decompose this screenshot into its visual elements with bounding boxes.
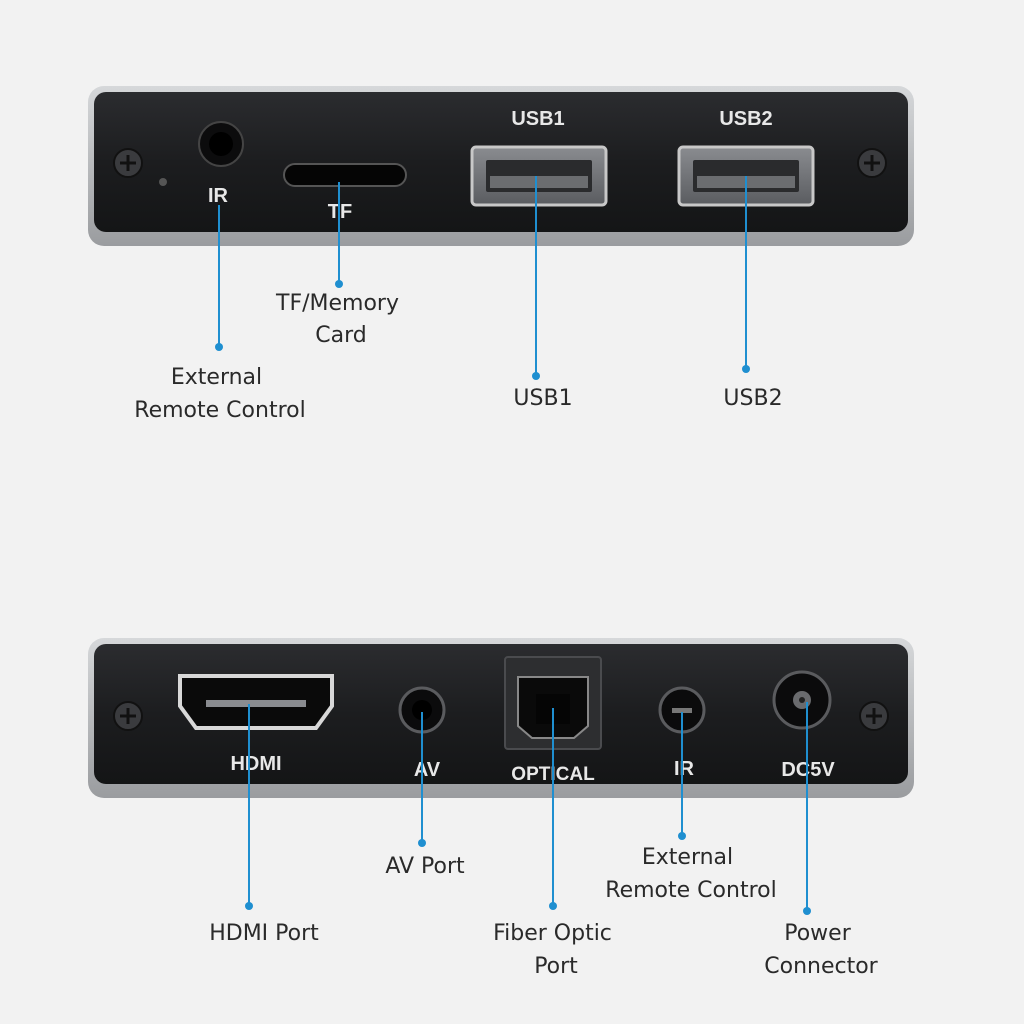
dc-power-jack-icon (772, 670, 832, 730)
usb1-port-icon (470, 145, 608, 207)
back-av-callout: AV Port (385, 854, 465, 879)
back-ir-callout: External Remote Control (605, 845, 776, 903)
back-optical-leader-dot (549, 902, 557, 910)
front-ir-callout: External Remote Control (134, 365, 305, 423)
front-usb2-callout: USB2 (723, 386, 782, 411)
back-screw-left-icon (113, 701, 143, 731)
back-leader-lines (245, 702, 811, 915)
back-dc-label: DC5V (781, 759, 835, 781)
front-ir-callout-line1: External (171, 365, 262, 390)
back-ir-label: IR (674, 758, 695, 780)
optical-port-icon (504, 656, 602, 750)
back-hdmi-label: HDMI (230, 753, 281, 775)
front-usb1-label: USB1 (511, 108, 564, 130)
back-dc-callout: Power Connector (764, 921, 878, 979)
front-ir-receiver-icon (198, 121, 244, 167)
back-av-callout-line1: AV Port (385, 854, 465, 879)
back-hdmi-callout: HDMI Port (209, 921, 319, 946)
front-usb2-callout-line1: USB2 (723, 386, 782, 411)
back-ir-leader-dot (678, 832, 686, 840)
front-usb2-leader-dot (742, 365, 750, 373)
back-av-leader-dot (418, 839, 426, 847)
front-tf-callout: TF/Memory Card (275, 291, 406, 348)
back-ir-callout-line2: Remote Control (605, 878, 776, 903)
front-usb1-callout-line1: USB1 (513, 386, 572, 411)
back-optical-callout-line1: Fiber Optic (493, 921, 612, 946)
front-panel: IR TF USB1 USB2 (88, 86, 914, 246)
hdmi-port-icon (178, 674, 334, 730)
back-optical-callout-line2: Port (534, 954, 578, 979)
back-hdmi-leader-dot (245, 902, 253, 910)
back-hdmi-callout-line1: HDMI Port (209, 921, 319, 946)
front-usb1-leader-dot (532, 372, 540, 380)
back-panel: HDMI AV OPTICAL IR DC5V (88, 638, 914, 798)
front-screw-right-icon (857, 148, 887, 178)
back-screw-right-icon (859, 701, 889, 731)
back-dc-callout-line2: Connector (764, 954, 878, 979)
front-tf-leader-dot (335, 280, 343, 288)
front-tf-callout-line2: Card (315, 323, 366, 348)
back-ir-callout-line1: External (642, 845, 733, 870)
front-led-icon (159, 178, 167, 186)
av-jack-icon (398, 686, 446, 734)
front-ir-leader-dot (215, 343, 223, 351)
front-screw-left-icon (113, 148, 143, 178)
front-usb2-label: USB2 (719, 108, 772, 130)
back-av-label: AV (414, 759, 441, 781)
back-optical-callout: Fiber Optic Port (493, 921, 619, 979)
tf-card-slot-icon (283, 163, 407, 187)
front-tf-callout-line1: TF/Memory (275, 291, 399, 316)
back-dc-callout-line1: Power (784, 921, 851, 946)
front-ir-callout-line2: Remote Control (134, 398, 305, 423)
front-leader-lines (215, 176, 750, 380)
front-ir-label: IR (208, 185, 229, 207)
back-dc-leader-dot (803, 907, 811, 915)
front-usb1-callout: USB1 (513, 386, 572, 411)
